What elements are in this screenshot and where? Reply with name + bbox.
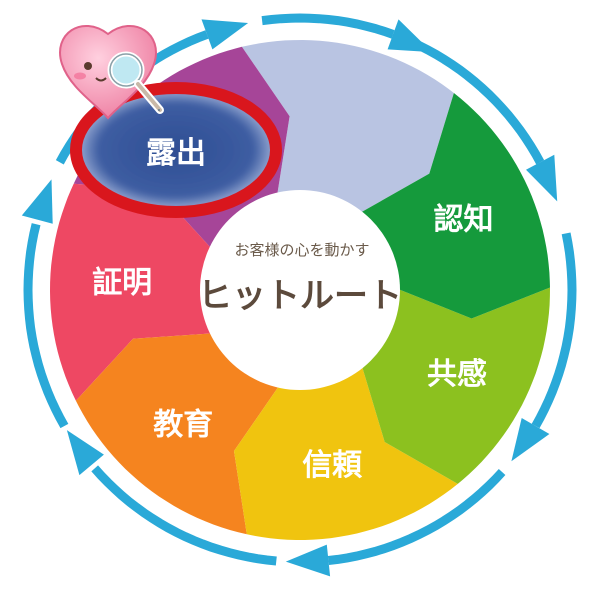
segment-kyokan	[361, 287, 550, 484]
arrow-head-icon	[526, 154, 558, 202]
exposure-glow	[76, 90, 276, 210]
exposure-highlight: 露出	[70, 82, 282, 218]
segment-label-shinrai: 信頼	[302, 448, 363, 483]
arrow-head-icon	[387, 19, 432, 53]
arrow-head-icon	[511, 418, 550, 462]
segment-roshutsu	[241, 40, 454, 213]
segment-kyoiku	[75, 333, 280, 535]
segment-label-ninchi: 認知	[434, 203, 494, 238]
segment-labels: 認知共感信頼教育証明ファン	[92, 137, 493, 483]
cycle-arrow-1	[531, 232, 577, 429]
cycle-arrow-6	[261, 13, 395, 39]
center-subtitle: お客様の心を動かす	[234, 241, 369, 259]
mascot-cheek-icon	[74, 72, 86, 80]
arrow-head-icon	[201, 19, 249, 50]
arrow-head-icon	[21, 179, 53, 224]
center-disc	[200, 190, 400, 390]
segment-shomei	[50, 183, 213, 401]
cycle-arrow-4	[23, 223, 69, 429]
mascot-eye-icon	[84, 62, 92, 70]
arrow-head-icon	[66, 430, 104, 476]
segment-label-kyokan: 共感	[427, 357, 487, 392]
segment-label-kyoiku: 教育	[153, 407, 213, 442]
cycle-arrow-3	[91, 465, 277, 566]
heart-mascot-icon	[59, 24, 164, 120]
segment-shinrai	[234, 366, 458, 540]
segment-label-roshutsu: 露出	[146, 136, 206, 171]
segment-label-shomei: 証明	[92, 266, 152, 301]
highlight-ring	[70, 82, 282, 218]
segment-ninchi	[360, 93, 550, 319]
arrow-head-icon	[285, 544, 331, 577]
mascot-smile-icon	[95, 77, 107, 82]
center-title: ヒットルート	[198, 276, 402, 316]
cycle-arrow-2	[327, 468, 506, 565]
